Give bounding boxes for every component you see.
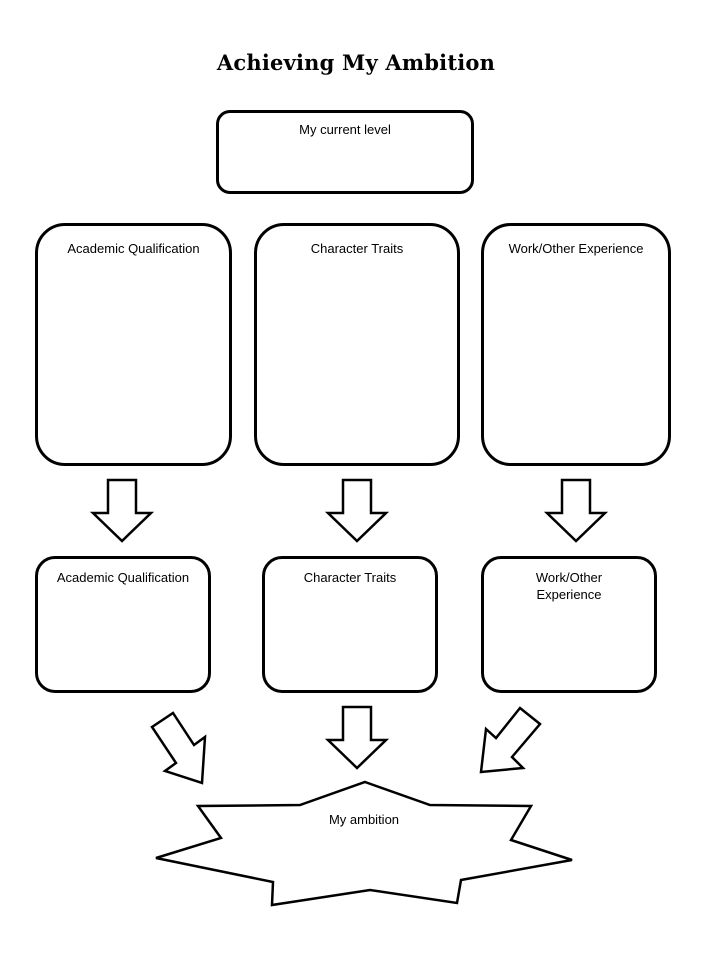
ambition-star-shape xyxy=(155,780,573,907)
work-experience-label-lower: Work/Other Experience xyxy=(535,570,603,602)
work-experience-box-upper: Work/Other Experience xyxy=(481,223,671,466)
diagonal-arrow-icon xyxy=(150,711,207,785)
academic-qualification-label-upper: Academic Qualification xyxy=(67,241,200,256)
academic-qualification-box-upper: Academic Qualification xyxy=(35,223,232,466)
down-arrow-icon xyxy=(89,478,155,543)
current-level-box: My current level xyxy=(216,110,474,194)
character-traits-label-lower: Character Traits xyxy=(303,570,397,585)
current-level-label: My current level xyxy=(299,122,391,137)
diagonal-arrow-icon xyxy=(479,706,542,774)
character-traits-label-upper: Character Traits xyxy=(310,241,404,256)
work-experience-label-upper: Work/Other Experience xyxy=(508,241,644,256)
work-experience-box-lower: Work/Other Experience xyxy=(481,556,657,693)
ambition-label: My ambition xyxy=(328,812,400,827)
character-traits-box-upper: Character Traits xyxy=(254,223,460,466)
academic-qualification-box-lower: Academic Qualification xyxy=(35,556,211,693)
page-title: Achieving My Ambition xyxy=(216,50,496,75)
down-arrow-icon xyxy=(543,478,609,543)
down-arrow-icon xyxy=(324,478,390,543)
academic-qualification-label-lower: Academic Qualification xyxy=(56,570,190,585)
character-traits-box-lower: Character Traits xyxy=(262,556,438,693)
down-arrow-icon xyxy=(324,705,390,770)
